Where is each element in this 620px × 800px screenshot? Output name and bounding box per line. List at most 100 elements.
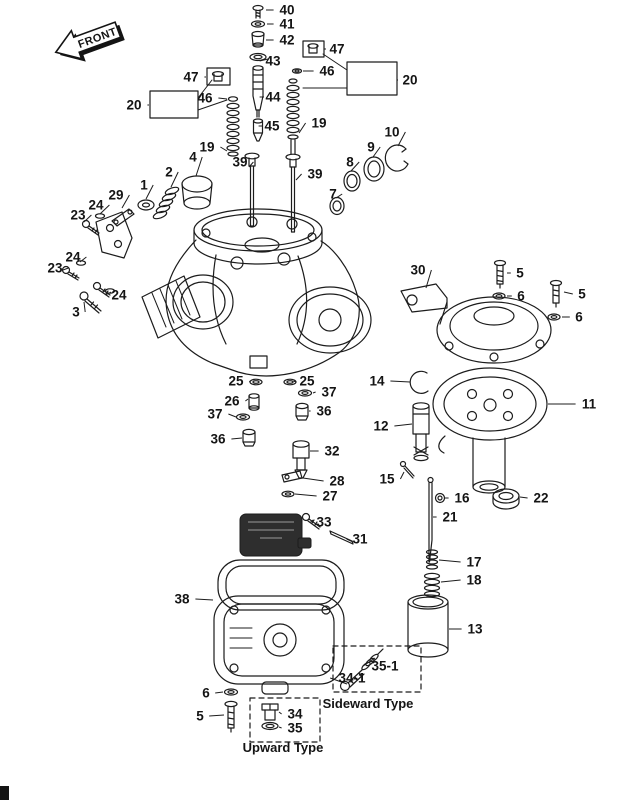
part-callout-34: 34 — [287, 707, 303, 722]
callout-leader-line — [79, 256, 87, 263]
front-arrow: FRONT — [54, 21, 125, 62]
callout-leader-line — [335, 193, 343, 199]
part-callout-8: 8 — [346, 155, 354, 170]
callout-leader-line — [220, 146, 228, 152]
part-callout-39: 39 — [232, 155, 247, 170]
callout-leader-line — [83, 214, 92, 223]
callout-leader-line — [519, 496, 528, 499]
callout-leader-line — [312, 391, 316, 394]
front-arrow-body — [54, 21, 122, 60]
callout-leader-line — [438, 559, 461, 563]
part-callout-47: 47 — [183, 70, 198, 85]
callout-leader-line — [105, 291, 112, 296]
part-callout-36: 36 — [316, 404, 332, 419]
part-callout-23: 23 — [47, 261, 63, 276]
callout-leader-line — [350, 161, 360, 172]
part-callout-33: 33 — [316, 515, 332, 530]
part-callout-26: 26 — [224, 394, 240, 409]
part-callout-47: 47 — [329, 42, 344, 57]
part-callout-35-1: 35-1 — [371, 659, 399, 674]
part-callout-6: 6 — [575, 310, 583, 325]
part-callout-9: 9 — [367, 140, 375, 155]
part-callout-12: 12 — [373, 419, 388, 434]
part-callout-46: 46 — [197, 91, 213, 106]
callout-leader-line — [278, 726, 282, 729]
part-callout-27: 27 — [322, 489, 337, 504]
part-callout-24: 24 — [111, 288, 127, 303]
part-callout-40: 40 — [279, 3, 294, 18]
part-callout-43: 43 — [265, 54, 281, 69]
callout-leader-line — [298, 122, 307, 134]
part-callout-24: 24 — [65, 250, 81, 265]
part-callout-30: 30 — [410, 263, 425, 278]
part-callout-4: 4 — [189, 150, 197, 165]
part-callout-24: 24 — [88, 198, 104, 213]
callout-leader-line — [425, 269, 432, 289]
part-callout-29: 29 — [108, 188, 123, 203]
part-callout-25: 25 — [299, 374, 315, 389]
callout-leader-line — [394, 423, 413, 427]
callout-leader-line — [330, 677, 348, 685]
part-callout-31: 31 — [352, 532, 368, 547]
callout-leader-line — [302, 477, 324, 482]
callout-leader-line — [440, 579, 461, 583]
callout-leader-line — [245, 398, 249, 402]
part-callout-23: 23 — [70, 208, 86, 223]
callout-leader-line — [99, 204, 110, 215]
part-callout-35: 35 — [287, 721, 303, 736]
callout-leader-line — [346, 538, 354, 543]
callout-leader-line — [170, 171, 179, 188]
callout-leader-line — [399, 471, 405, 480]
callout-leader-line — [145, 184, 154, 200]
callout-leader-line — [228, 413, 237, 418]
part-callout-34-1: 34-1 — [338, 671, 366, 686]
part-callout-16: 16 — [454, 491, 470, 506]
part-callout-25: 25 — [228, 374, 244, 389]
callout-leader-line — [231, 437, 243, 440]
part-callout-20: 20 — [402, 73, 417, 88]
callout-leader-line — [248, 380, 251, 383]
callout-leader-line — [362, 657, 376, 667]
callout-leader-line — [278, 711, 282, 715]
callout-leader-line — [62, 267, 69, 271]
part-callout-14: 14 — [369, 374, 385, 389]
callout-leader-line — [195, 598, 214, 601]
part-callout-17: 17 — [466, 555, 481, 570]
part-callout-37: 37 — [207, 407, 222, 422]
part-callout-6: 6 — [517, 289, 525, 304]
callout-leader-line — [259, 58, 269, 62]
part-callout-37: 37 — [321, 385, 336, 400]
callout-leader-line — [563, 291, 573, 295]
callout-leader-line — [310, 519, 314, 523]
part-callout-28: 28 — [329, 474, 345, 489]
diagram-linework — [61, 4, 563, 743]
callout-leader-line — [390, 380, 411, 383]
part-callout-21: 21 — [442, 510, 458, 525]
caption-upward-type: Upward Type — [243, 740, 324, 755]
part-callout-42: 42 — [279, 33, 294, 48]
part-callout-41: 41 — [279, 17, 295, 32]
part-callout-46: 46 — [319, 64, 335, 79]
callout-leader-line — [294, 493, 317, 497]
callout-leader-line — [293, 380, 297, 383]
part-callout-5: 5 — [516, 266, 524, 281]
part-callout-13: 13 — [467, 622, 483, 637]
part-callout-19: 19 — [311, 116, 326, 131]
part-callout-1: 1 — [140, 178, 148, 193]
callout-leader-line — [397, 131, 406, 147]
part-callout-19: 19 — [199, 140, 214, 155]
part-callout-2: 2 — [165, 165, 173, 180]
callout-leader-lines — [62, 9, 576, 729]
part-callout-36: 36 — [210, 432, 226, 447]
part-callout-5: 5 — [196, 709, 204, 724]
part-callout-45: 45 — [264, 119, 280, 134]
caption-sideward-type: Sideward Type — [323, 696, 414, 711]
part-callout-10: 10 — [384, 125, 399, 140]
part-callout-11: 11 — [582, 397, 597, 412]
part-callout-6: 6 — [202, 686, 210, 701]
part-callout-22: 22 — [533, 491, 548, 506]
callout-leader-line — [215, 691, 224, 694]
callout-leader-line — [248, 161, 254, 168]
